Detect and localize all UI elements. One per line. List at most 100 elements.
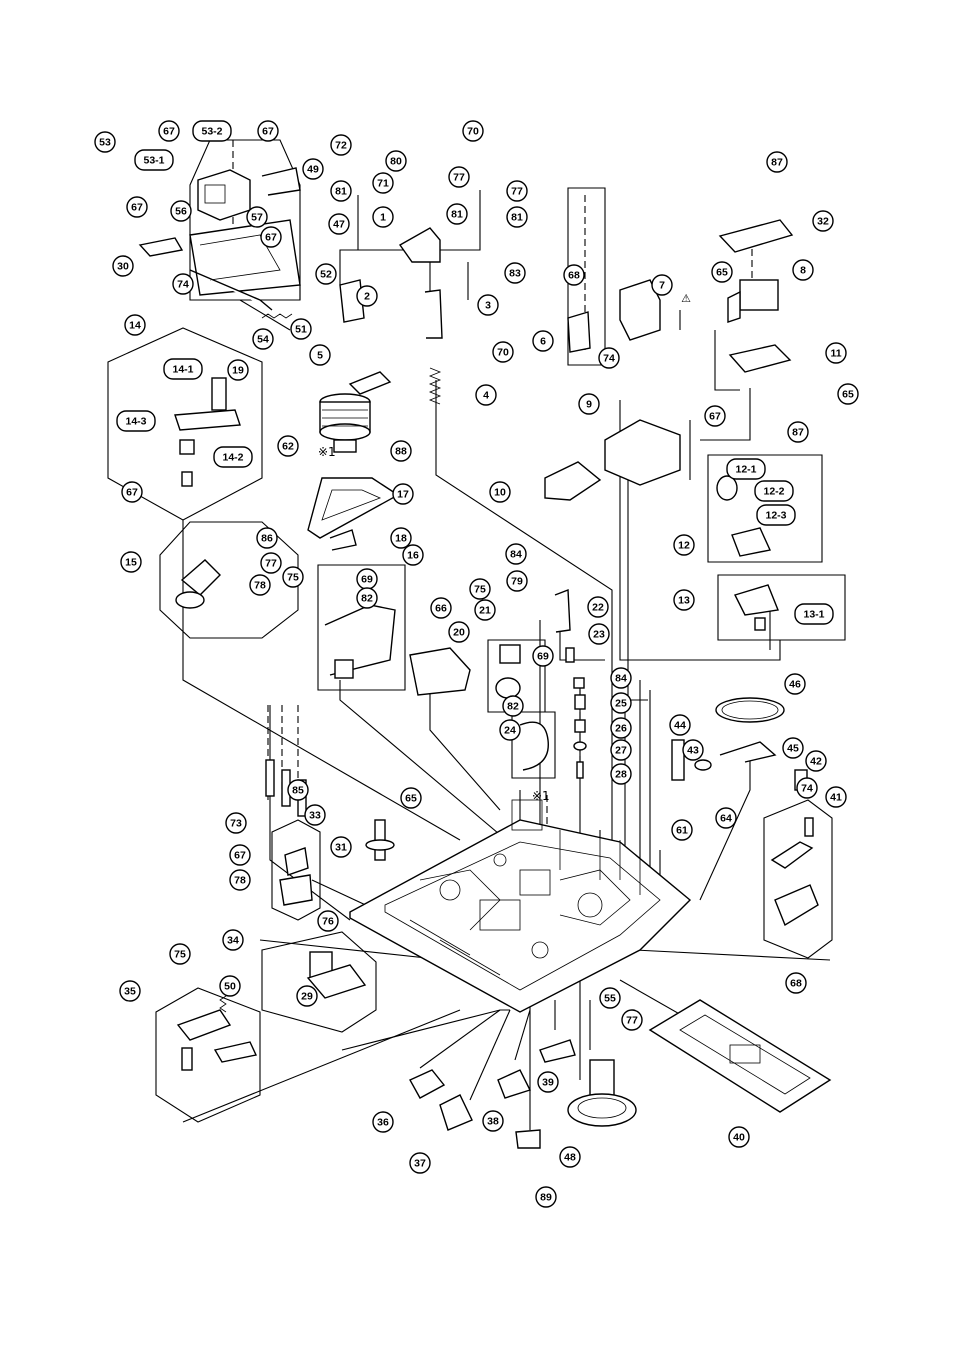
callout-label: 33 xyxy=(309,810,321,822)
callout-p81: 81 xyxy=(506,206,528,228)
callout-label: 69 xyxy=(361,574,373,586)
callout-label: 66 xyxy=(435,603,447,615)
callout-p46: 46 xyxy=(784,673,806,695)
callout-label: 25 xyxy=(615,698,627,710)
callout-label: 12-2 xyxy=(763,486,784,498)
callout-p67: 67 xyxy=(158,120,180,142)
callout-label: 4 xyxy=(483,390,489,402)
callout-p87: 87 xyxy=(766,151,788,173)
group-16-outline xyxy=(317,564,406,691)
callout-label: 53-2 xyxy=(201,126,222,138)
callout-label: 57 xyxy=(251,212,263,224)
callout-p62: 62 xyxy=(277,435,299,457)
callout-p13: 13 xyxy=(673,589,695,611)
callout-label: 65 xyxy=(405,793,417,805)
callout-p4: 4 xyxy=(475,384,497,406)
group-14-outline xyxy=(107,327,263,521)
callout-label: 13 xyxy=(678,595,690,607)
callout-p66: 66 xyxy=(430,597,452,619)
callout-label: 41 xyxy=(830,792,842,804)
callout-label: 69 xyxy=(537,651,549,663)
callout-label: 65 xyxy=(716,267,728,279)
callout-p82: 82 xyxy=(502,695,524,717)
callout-p77: 77 xyxy=(448,166,470,188)
callout-label: 8 xyxy=(800,265,806,277)
callout-p83: 83 xyxy=(504,262,526,284)
callout-label: 53-1 xyxy=(143,155,164,167)
callout-p21: 21 xyxy=(474,599,496,621)
callout-label: 12-1 xyxy=(735,464,756,476)
callout-p44: 44 xyxy=(669,714,691,736)
callout-p5: 5 xyxy=(309,344,331,366)
callout-label: 54 xyxy=(257,334,269,346)
callout-p10: 10 xyxy=(489,481,511,503)
callout-label: 84 xyxy=(510,549,522,561)
callout-label: 53 xyxy=(99,137,111,149)
callout-label: 70 xyxy=(497,347,509,359)
callout-p70: 70 xyxy=(462,120,484,142)
callout-p53-1: 53-1 xyxy=(134,149,174,171)
group-34-outline xyxy=(261,931,377,1033)
callout-label: 74 xyxy=(603,353,615,365)
part-48-shape xyxy=(515,1129,541,1149)
callout-p79: 79 xyxy=(506,570,528,592)
callout-label: 85 xyxy=(292,785,304,797)
callout-p74: 74 xyxy=(172,273,194,295)
callout-label: 82 xyxy=(361,593,373,605)
callout-p11: 11 xyxy=(825,342,847,364)
callout-label: 70 xyxy=(467,126,479,138)
callout-p47: 47 xyxy=(328,213,350,235)
part-36-shape xyxy=(409,1069,446,1099)
callout-label: 89 xyxy=(540,1192,552,1204)
leader-lines xyxy=(182,190,831,1130)
callout-label: 87 xyxy=(771,157,783,169)
warning-icon: ⚠ xyxy=(681,292,691,305)
group-35-outline xyxy=(155,987,261,1123)
callout-p67: 67 xyxy=(257,120,279,142)
callout-label: 19 xyxy=(232,365,244,377)
callout-p78: 78 xyxy=(229,869,251,891)
callout-label: 84 xyxy=(615,673,627,685)
part-32-shape xyxy=(718,219,794,253)
callout-p84: 84 xyxy=(505,543,527,565)
callout-p25: 25 xyxy=(610,692,632,714)
part-14-1-pin xyxy=(211,377,227,411)
callout-p77: 77 xyxy=(260,552,282,574)
callout-label: 82 xyxy=(507,701,519,713)
part-9-housing xyxy=(604,419,681,486)
callout-label: 14-3 xyxy=(125,416,146,428)
callout-label: 27 xyxy=(615,745,627,757)
callout-label: 14-2 xyxy=(222,452,243,464)
callout-p81: 81 xyxy=(446,203,468,225)
callout-p12-3: 12-3 xyxy=(756,504,796,526)
callout-label: 31 xyxy=(335,842,347,854)
callout-p68: 68 xyxy=(563,264,585,286)
callout-label: 51 xyxy=(295,324,307,336)
callout-p9: 9 xyxy=(578,393,600,415)
callout-p52: 52 xyxy=(315,263,337,285)
callout-label: 22 xyxy=(592,602,604,614)
callout-label: 86 xyxy=(261,533,273,545)
callout-p48: 48 xyxy=(559,1146,581,1168)
callout-p36: 36 xyxy=(372,1111,394,1133)
callout-label: 34 xyxy=(227,935,239,947)
callout-label: 42 xyxy=(810,756,822,768)
callout-p68: 68 xyxy=(785,972,807,994)
part-8-solenoid xyxy=(739,279,779,311)
callout-p38: 38 xyxy=(482,1110,504,1132)
callout-p53: 53 xyxy=(94,131,116,153)
note-star-1-bottom: ※1 xyxy=(532,789,550,803)
part-22-shape xyxy=(554,588,571,633)
callout-p42: 42 xyxy=(805,750,827,772)
callout-label: 67 xyxy=(131,202,143,214)
part-46-gear xyxy=(715,697,785,723)
callout-p13-1: 13-1 xyxy=(794,603,834,625)
callout-p14: 14 xyxy=(124,314,146,336)
callout-p51: 51 xyxy=(290,318,312,340)
callout-p2: 2 xyxy=(356,285,378,307)
callout-label: 77 xyxy=(511,186,523,198)
callout-label: 67 xyxy=(265,232,277,244)
callout-p12-2: 12-2 xyxy=(754,480,794,502)
callout-p85: 85 xyxy=(287,779,309,801)
